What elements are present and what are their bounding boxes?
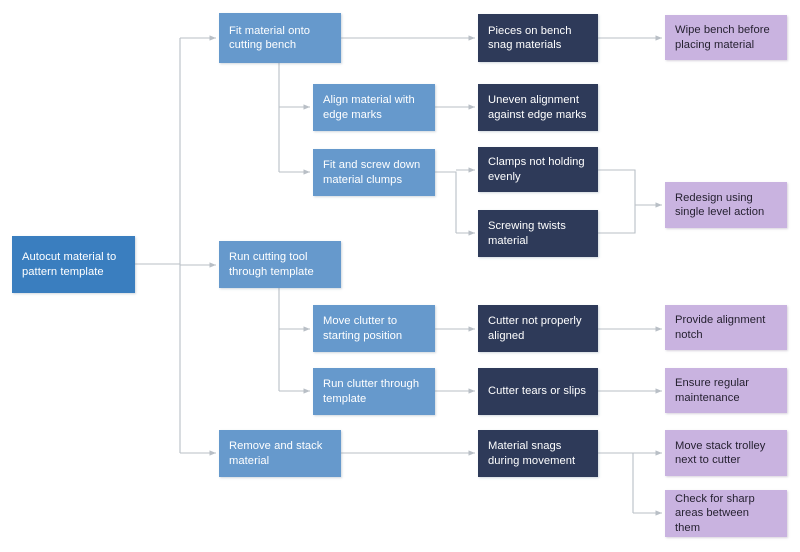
- node-label: Autocut material to pattern template: [22, 251, 117, 278]
- node-run-cutting-tool-through-template[interactable]: Run cutting tool through template: [219, 241, 341, 288]
- node-cutter-tears-or-slips[interactable]: Cutter tears or slips: [478, 368, 598, 415]
- node-check-for-sharp-areas-between-them[interactable]: Check for sharp areas between them: [665, 490, 787, 537]
- node-label: Provide alignment notch: [675, 314, 766, 341]
- node-label: Uneven alignment against edge marks: [488, 94, 587, 121]
- edge-clamps-screwing-merge: [598, 169, 636, 234]
- node-move-stack-trolley-next-to-cutter[interactable]: Move stack trolley next to cutter: [665, 430, 787, 476]
- node-label: Fit material onto cutting bench: [229, 24, 311, 51]
- node-pieces-on-bench-snag-materials[interactable]: Pieces on bench snag materials: [478, 14, 598, 62]
- node-cutter-not-properly-aligned[interactable]: Cutter not properly aligned: [478, 305, 598, 352]
- node-label: Cutter not properly aligned: [488, 315, 582, 342]
- node-label: Redesign using single level action: [675, 191, 765, 218]
- node-fit-material-onto-cutting-bench[interactable]: Fit material onto cutting bench: [219, 13, 341, 63]
- node-remove-and-stack-material[interactable]: Remove and stack material: [219, 430, 341, 477]
- node-label: Move clutter to starting position: [323, 315, 403, 342]
- edge-fit-screw-down-split: [435, 171, 457, 233]
- node-redesign-using-single-level-action[interactable]: Redesign using single level action: [665, 182, 787, 228]
- node-clamps-not-holding-evenly[interactable]: Clamps not holding evenly: [478, 147, 598, 192]
- node-label: Pieces on bench snag materials: [488, 24, 572, 51]
- node-fit-and-screw-down-material-clumps[interactable]: Fit and screw down material clumps: [313, 149, 435, 196]
- node-label: Move stack trolley next to cutter: [675, 439, 766, 466]
- node-label: Run clutter through template: [323, 378, 420, 405]
- node-label: Remove and stack material: [229, 440, 323, 467]
- node-wipe-bench-before-placing-material[interactable]: Wipe bench before placing material: [665, 15, 787, 60]
- node-label: Material snags during movement: [488, 440, 576, 467]
- node-label: Clamps not holding evenly: [488, 156, 585, 183]
- node-autocut-material[interactable]: Autocut material to pattern template: [12, 236, 135, 293]
- node-label: Run cutting tool through template: [229, 251, 314, 278]
- node-ensure-regular-maintenance[interactable]: Ensure regular maintenance: [665, 368, 787, 413]
- node-uneven-alignment-against-edge-marks[interactable]: Uneven alignment against edge marks: [478, 84, 598, 131]
- node-label: Check for sharp areas between them: [675, 493, 755, 534]
- node-label: Wipe bench before placing material: [675, 24, 770, 51]
- node-run-clutter-through-template[interactable]: Run clutter through template: [313, 368, 435, 415]
- node-align-material-with-edge-marks[interactable]: Align material with edge marks: [313, 84, 435, 131]
- node-label: Align material with edge marks: [323, 94, 415, 121]
- node-label: Cutter tears or slips: [488, 385, 587, 398]
- node-screwing-twists-material[interactable]: Screwing twists material: [478, 210, 598, 257]
- node-move-clutter-to-starting-position[interactable]: Move clutter to starting position: [313, 305, 435, 352]
- edge-material-snags-split: [598, 452, 634, 513]
- node-material-snags-during-movement[interactable]: Material snags during movement: [478, 430, 598, 477]
- node-label: Ensure regular maintenance: [675, 377, 750, 404]
- node-label: Fit and screw down material clumps: [323, 159, 421, 186]
- node-label: Screwing twists material: [488, 220, 566, 247]
- node-provide-alignment-notch[interactable]: Provide alignment notch: [665, 305, 787, 350]
